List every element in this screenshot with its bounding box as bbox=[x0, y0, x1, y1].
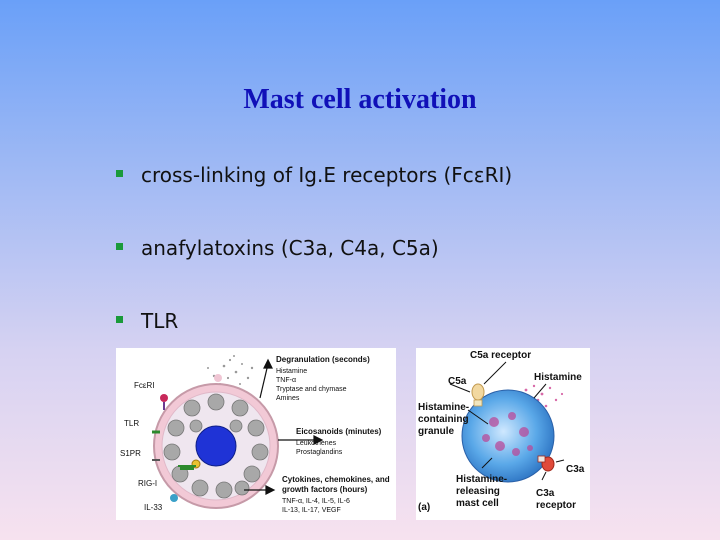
mediator-item: TNF-α, IL-4, IL-5, IL-6 bbox=[282, 498, 350, 505]
bullet-tlr: TLR bbox=[116, 309, 178, 333]
c5a-receptor-icon bbox=[473, 399, 483, 407]
label-tlr: TLR bbox=[124, 419, 139, 428]
bullet-fceri: cross-linking of Ig.E receptors (FcεRI) bbox=[116, 163, 512, 187]
label-histamine: Histamine bbox=[534, 372, 582, 383]
bullet-text: TLR bbox=[141, 309, 179, 333]
cytokines-heading-line2: growth factors (hours) bbox=[282, 485, 368, 494]
label-arrows bbox=[449, 361, 565, 481]
bullet-anaphylatoxins: anafylatoxins (C3a, C4a, C5a) bbox=[116, 236, 439, 260]
histamine-cloud-icon bbox=[524, 384, 564, 408]
label-granule-line1: Histamine- bbox=[418, 402, 469, 413]
slide-title: Mast cell activation bbox=[243, 84, 477, 115]
mediator-item: Tryptase and chymase bbox=[276, 386, 347, 393]
mediator-item: Amines bbox=[276, 395, 300, 402]
mediator-item: Leukotrienes bbox=[296, 440, 337, 447]
mast-cell-mediators-diagram: FcεRI TLR S1PR RIG-I IL-33 Degranulation… bbox=[120, 355, 390, 514]
c3a-receptor-icon bbox=[537, 455, 546, 463]
label-granule-line2: containing bbox=[418, 414, 469, 425]
label-s1pr: S1PR bbox=[120, 449, 141, 458]
bullet-marker bbox=[116, 316, 123, 323]
label-c3a-receptor-line2: receptor bbox=[536, 500, 576, 511]
histamine-release-figure: C5a receptor C5a Histamine Histamine- co… bbox=[416, 348, 590, 520]
nucleus-icon bbox=[195, 425, 237, 467]
released-granule-icon bbox=[214, 374, 222, 382]
label-c3a-receptor-line1: C3a bbox=[536, 488, 555, 499]
label-c5a-receptor: C5a receptor bbox=[470, 350, 531, 361]
label-rig-i: RIG-I bbox=[138, 479, 157, 488]
bullet-marker bbox=[116, 170, 123, 177]
eicosanoids-heading: Eicosanoids (minutes) bbox=[296, 427, 382, 436]
mast-cell-icon bbox=[461, 389, 555, 483]
bullet-marker bbox=[116, 243, 123, 250]
mediator-item: IL-13, IL-17, VEGF bbox=[282, 507, 341, 514]
label-granule-line3: granule bbox=[418, 426, 455, 437]
mast-cell-mediators-figure: FcεRI TLR S1PR RIG-I IL-33 Degranulation… bbox=[116, 348, 396, 520]
label-releasing-line3: mast cell bbox=[456, 498, 499, 509]
released-granules-icon bbox=[207, 355, 254, 385]
label-c5a: C5a bbox=[448, 376, 467, 387]
label-il-33: IL-33 bbox=[144, 503, 163, 512]
histamine-release-diagram: C5a receptor C5a Histamine Histamine- co… bbox=[418, 350, 585, 513]
degranulation-heading: Degranulation (seconds) bbox=[276, 355, 370, 364]
label-fceri: FcεRI bbox=[134, 381, 154, 390]
label-releasing-line2: releasing bbox=[456, 486, 500, 497]
bullet-text: cross-linking of Ig.E receptors (FcεRI) bbox=[141, 163, 513, 187]
fceri-receptor-icon bbox=[160, 394, 168, 402]
c5a-ligand-icon bbox=[471, 383, 485, 401]
mediator-item: Histamine bbox=[276, 368, 307, 375]
mediator-item: Prostaglandins bbox=[296, 449, 343, 456]
mediator-arrows bbox=[244, 358, 324, 495]
label-c3a: C3a bbox=[566, 464, 585, 475]
cytokines-heading-line1: Cytokines, chemokines, and bbox=[282, 475, 390, 484]
il-33-receptor-icon bbox=[170, 494, 178, 502]
intracellular-granules-icon bbox=[482, 412, 533, 456]
bullet-text: anafylatoxins (C3a, C4a, C5a) bbox=[141, 236, 439, 260]
cytoplasmic-granules-icon bbox=[163, 393, 269, 499]
mediator-item: TNF-α bbox=[276, 377, 296, 384]
panel-label: (a) bbox=[418, 502, 430, 513]
label-releasing-line1: Histamine- bbox=[456, 474, 507, 485]
